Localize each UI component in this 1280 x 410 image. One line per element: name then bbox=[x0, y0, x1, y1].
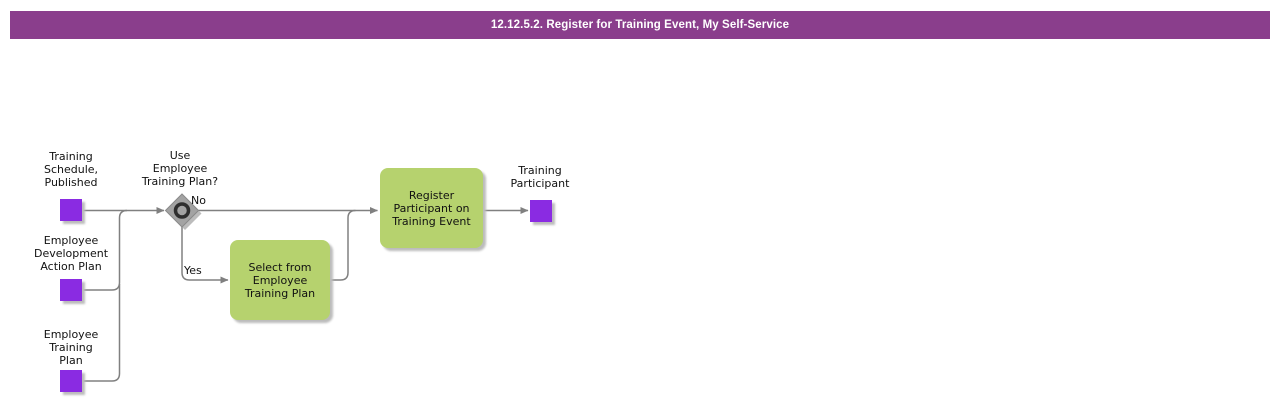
event-training-schedule-published[interactable] bbox=[60, 199, 82, 221]
page-title: 12.12.5.2. Register for Training Event, … bbox=[490, 19, 790, 31]
title-bar: 12.12.5.2. Register for Training Event, … bbox=[10, 11, 1270, 39]
connector-select-to-join bbox=[330, 209, 356, 281]
event-employee-training-plan[interactable] bbox=[60, 370, 82, 392]
connector-trainplan-to-junction bbox=[82, 284, 121, 382]
label-training-participant: Training Participant bbox=[510, 164, 570, 190]
label-training-schedule-published: Training Schedule, Published bbox=[43, 150, 99, 189]
event-training-participant[interactable] bbox=[530, 200, 552, 222]
branch-label-no: No bbox=[191, 194, 206, 207]
branch-label-yes: Yes bbox=[184, 264, 202, 277]
gateway-circle-icon bbox=[173, 202, 191, 219]
event-employee-development-action-plan[interactable] bbox=[60, 279, 82, 301]
task-select-from-employee-training-plan[interactable]: Select from Employee Training Plan bbox=[230, 240, 330, 320]
label-gateway-question: Use Employee Training Plan? bbox=[141, 149, 219, 188]
label-employee-training-plan: Employee Training Plan bbox=[43, 328, 99, 367]
task-register-participant-on-training-event[interactable]: Register Participant on Training Event bbox=[380, 168, 483, 248]
connector-yes-to-select bbox=[181, 227, 229, 284]
label-employee-development-action-plan: Employee Development Action Plan bbox=[33, 234, 109, 273]
connector-devplan-to-junction bbox=[82, 209, 128, 291]
